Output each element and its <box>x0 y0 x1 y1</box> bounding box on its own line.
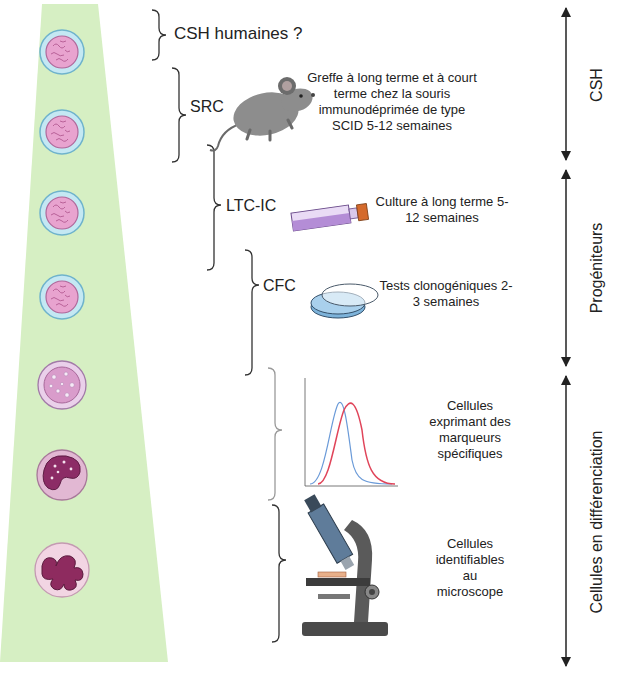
differentiating-cell <box>38 361 86 409</box>
level-label: CSH humaines ? <box>174 24 303 45</box>
microscope-icon <box>302 493 358 572</box>
differentiating-cell <box>70 383 75 388</box>
differentiating-cell <box>49 384 53 388</box>
microscope-icon <box>306 578 370 586</box>
stem-cells <box>40 30 84 319</box>
petri-dish <box>322 284 378 306</box>
neutrophil-cell <box>42 556 83 590</box>
culture-flask <box>291 203 369 231</box>
petri-dish <box>311 284 378 318</box>
bracket <box>152 10 166 60</box>
mouse-icon <box>278 77 296 95</box>
differentiating-cell <box>52 375 56 379</box>
stem-cells <box>40 30 84 74</box>
mouse-icon <box>311 93 315 97</box>
assay-description: Greffe à long terme et à court terme che… <box>302 70 482 133</box>
microscope-icon <box>344 520 372 622</box>
stage-label: CSH <box>587 68 607 102</box>
myelocyte-cell <box>43 456 80 490</box>
bracket <box>245 250 259 375</box>
microscope-icon <box>302 622 388 636</box>
culture-flask <box>356 204 368 221</box>
stem-cells <box>40 191 84 235</box>
bracket <box>207 145 221 270</box>
myelocyte-cell <box>37 450 87 500</box>
range-arrow <box>565 8 567 160</box>
myelocyte-cell <box>37 450 87 500</box>
method-description: Cellules exprimant des marqueurs spécifi… <box>428 398 512 461</box>
neutrophil-cell <box>35 543 89 597</box>
mouse-icon <box>210 124 240 151</box>
culture-flask <box>291 205 351 231</box>
differentiating-cell <box>44 367 80 403</box>
mouse-icon <box>299 94 303 98</box>
microscope-icon <box>318 594 350 599</box>
bracket <box>272 505 286 642</box>
neutrophil-cell <box>35 543 89 597</box>
myelocyte-cell <box>70 468 73 471</box>
differentiating-cell <box>49 372 74 397</box>
green-band <box>0 4 168 662</box>
myelocyte-cell <box>63 461 66 464</box>
green-band <box>0 4 168 662</box>
microscope-icon <box>302 493 388 636</box>
microscope-icon <box>341 556 355 570</box>
culture-flask <box>292 213 351 231</box>
histogram-plot <box>305 378 398 486</box>
bracket <box>268 368 282 500</box>
microscope-icon <box>304 494 321 512</box>
assay-name: CFC <box>263 276 296 296</box>
myelocyte-cell <box>51 477 54 480</box>
assay-name: LTC-IC <box>226 196 276 216</box>
differentiating-cell <box>38 361 86 409</box>
myelocyte-cell <box>51 461 73 480</box>
differentiating-cell <box>64 372 68 376</box>
myelocyte-cell <box>54 465 57 468</box>
differentiating-cell <box>60 382 63 385</box>
stem-cells <box>40 275 84 319</box>
method-description: Cellules identifiables au microscope <box>428 536 512 599</box>
bracket <box>172 68 186 162</box>
myelocyte-cell <box>57 471 60 474</box>
stem-cells <box>40 110 84 154</box>
histogram-plot <box>305 378 398 486</box>
microscope-icon <box>365 585 379 599</box>
stage-label: Progéniteurs <box>587 223 607 314</box>
assay-description: Tests clonogéniques 2-3 semaines <box>376 278 516 310</box>
differentiating-cell <box>65 393 69 397</box>
stage-label: Cellules en différenciation <box>587 431 607 614</box>
microscope-icon <box>318 572 346 577</box>
range-arrow <box>565 376 567 666</box>
range-arrow <box>565 170 567 366</box>
mouse-icon <box>282 81 292 91</box>
histogram-plot <box>318 403 395 484</box>
range-arrow <box>565 8 567 666</box>
assay-name: SRC <box>190 97 224 117</box>
differentiating-cell <box>56 389 60 393</box>
microscope-icon <box>369 589 375 595</box>
assay-description: Culture à long terme 5-12 semaines <box>372 194 512 226</box>
mouse-icon <box>210 77 316 151</box>
mouse-icon <box>247 120 292 140</box>
histogram-plot <box>310 402 392 484</box>
microscope-icon <box>308 504 353 563</box>
